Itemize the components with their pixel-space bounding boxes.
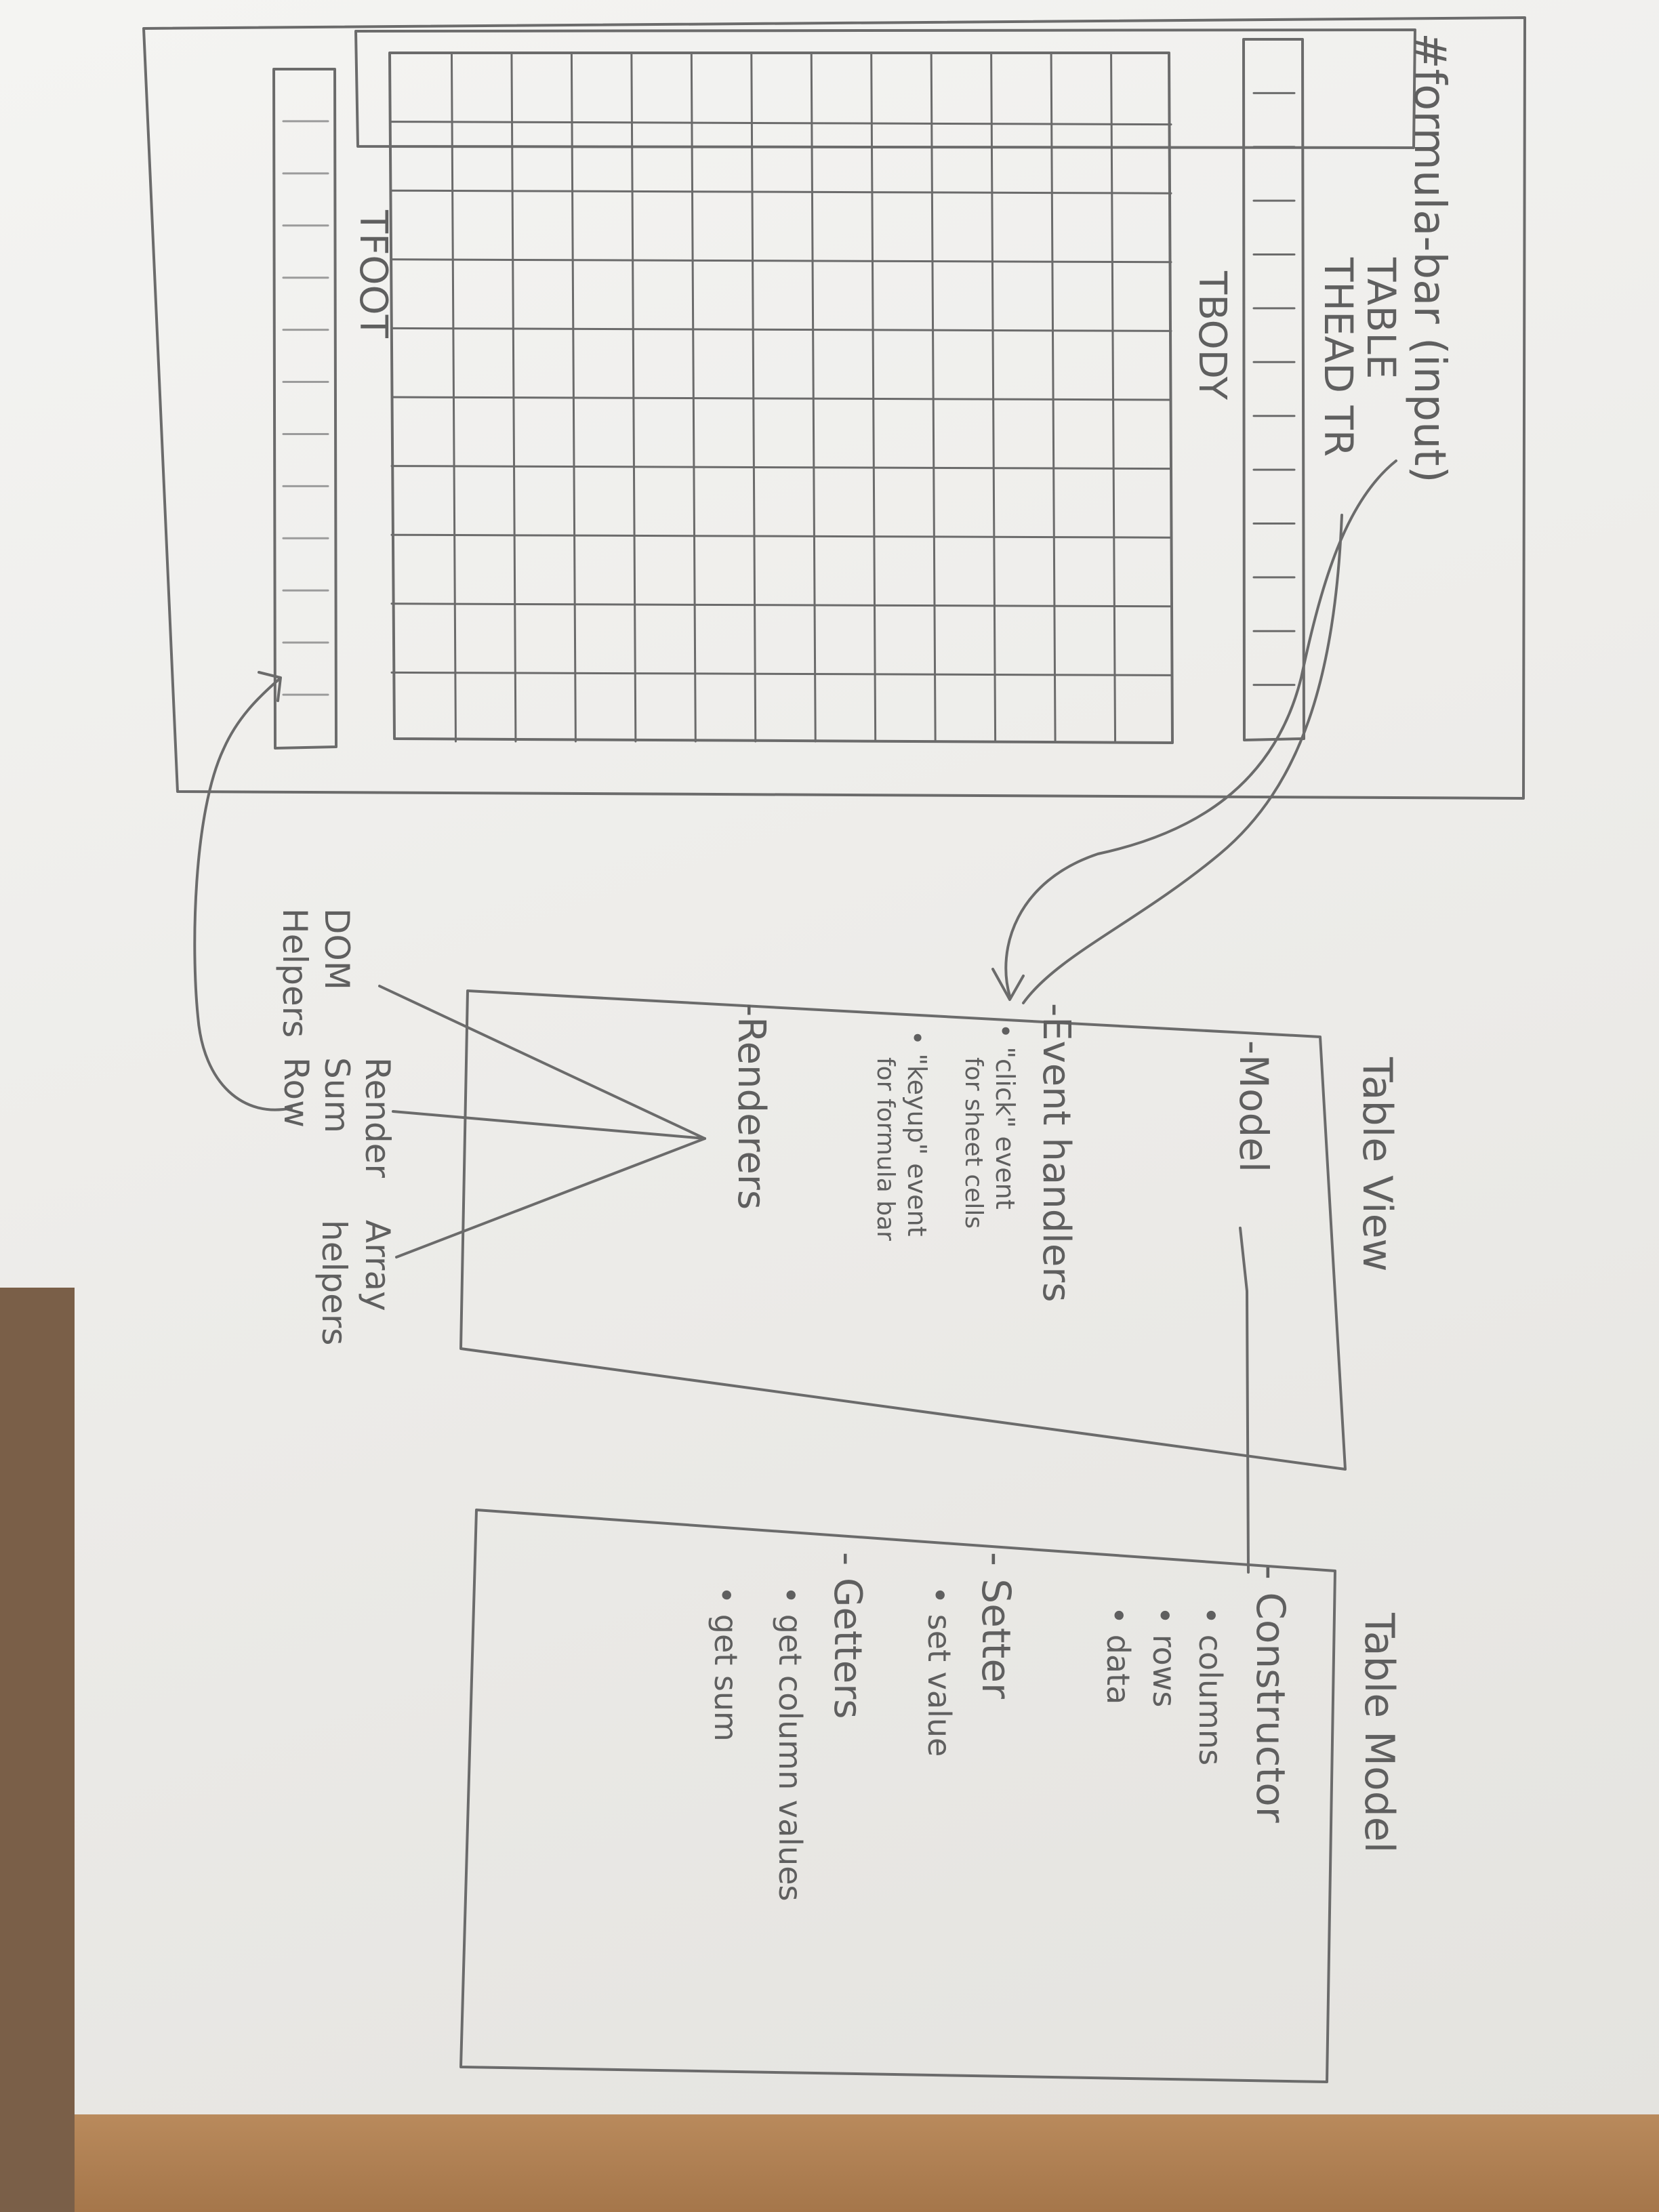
grid-row-line xyxy=(390,533,1172,539)
arrow-formula-to-event-handlers xyxy=(1004,459,1397,998)
constructor-label: - Constructor xyxy=(1248,1565,1294,1823)
table-label: TABLE xyxy=(1358,257,1404,379)
model-to-table-model-line xyxy=(1239,1227,1250,1574)
setter-item: • set value xyxy=(921,1586,958,1757)
table-model-title: Table Model xyxy=(1355,1612,1403,1853)
connection-arrows xyxy=(193,459,1397,1111)
grid-row-line xyxy=(390,602,1172,608)
constructor-items: • columns• rows • data xyxy=(1100,1606,1229,1765)
constructor-item: • columns xyxy=(1192,1606,1229,1765)
setter-label: - Setter xyxy=(973,1552,1019,1699)
arrowhead-formula xyxy=(991,968,1025,1001)
helper-labels: DOM Helpers Render Sum Row Array helpers xyxy=(275,908,397,1345)
arrow-click-to-event-handlers xyxy=(1022,514,1343,1004)
background-strip xyxy=(0,1288,75,2212)
click-event-item: • "click" event xyxy=(990,1023,1020,1210)
grid-row-line xyxy=(390,671,1172,676)
getter-items: • get column values • get sum xyxy=(708,1586,808,1901)
grid-column-line xyxy=(870,52,877,743)
tbody-grid xyxy=(388,52,1174,744)
grid-column-line xyxy=(1110,52,1117,743)
grid-row-line xyxy=(390,258,1172,264)
constructor-item: • data xyxy=(1100,1606,1136,1704)
table-model-box: Table Model - Constructor • columns• row… xyxy=(459,1509,1403,2083)
array-helpers-label: Array helpers xyxy=(314,1220,397,1345)
arrowhead-tfoot xyxy=(258,671,282,702)
renderer-fan-lines xyxy=(378,985,706,1258)
grid-column-line xyxy=(690,52,697,743)
render-sum-row-label: Render Sum Row xyxy=(276,1057,397,1189)
tfoot-row-strip xyxy=(272,68,337,750)
page-frame xyxy=(142,16,1526,800)
formula-bar-box xyxy=(354,28,1416,149)
setter-items: • set value xyxy=(921,1586,958,1757)
arrow-render-sum-row-to-tfoot xyxy=(193,678,293,1111)
table-view-box: Table View -Model -Event handlers • "cli… xyxy=(459,989,1401,1471)
wooden-table-edge xyxy=(75,2114,1659,2212)
formula-bar-label: #formula-bar (input) xyxy=(1404,33,1454,483)
ui-wireframe: #formula-bar (input) TABLE THEAD TR TBOD… xyxy=(142,16,1526,800)
tfoot-label: TFOOT xyxy=(351,209,395,339)
click-event-target: for sheet cells xyxy=(960,1057,987,1229)
getter-item: • get column values xyxy=(772,1586,808,1901)
dom-helpers-label: DOM Helpers xyxy=(275,908,356,1038)
tbody-label: TBODY xyxy=(1190,270,1234,401)
keyup-event-item: • "keyup" event xyxy=(902,1030,932,1236)
paper-sheet xyxy=(0,0,1659,2114)
thead-label: THEAD TR xyxy=(1315,257,1361,457)
table-view-model: -Model xyxy=(1231,1040,1277,1172)
grid-column-line xyxy=(930,52,937,743)
grid-column-line xyxy=(1050,52,1057,743)
keyup-event-target: for formula bar xyxy=(872,1057,899,1241)
thead-row-strip xyxy=(1242,38,1305,741)
grid-row-line xyxy=(390,465,1172,470)
constructor-item: • rows xyxy=(1146,1606,1183,1707)
table-view-renderers: -Renderers xyxy=(729,1003,773,1210)
grid-row-line xyxy=(390,396,1172,401)
getters-label: - Getters xyxy=(825,1552,869,1719)
grid-row-line xyxy=(390,121,1172,126)
grid-column-line xyxy=(990,52,997,743)
grid-row-line xyxy=(390,189,1172,194)
getter-item: • get sum xyxy=(708,1586,744,1742)
grid-column-line xyxy=(810,52,817,743)
grid-column-line xyxy=(750,52,757,743)
grid-row-line xyxy=(390,327,1172,332)
table-view-title: Table View xyxy=(1353,1057,1401,1272)
table-view-event-handlers: -Event handlers xyxy=(1034,1003,1078,1303)
